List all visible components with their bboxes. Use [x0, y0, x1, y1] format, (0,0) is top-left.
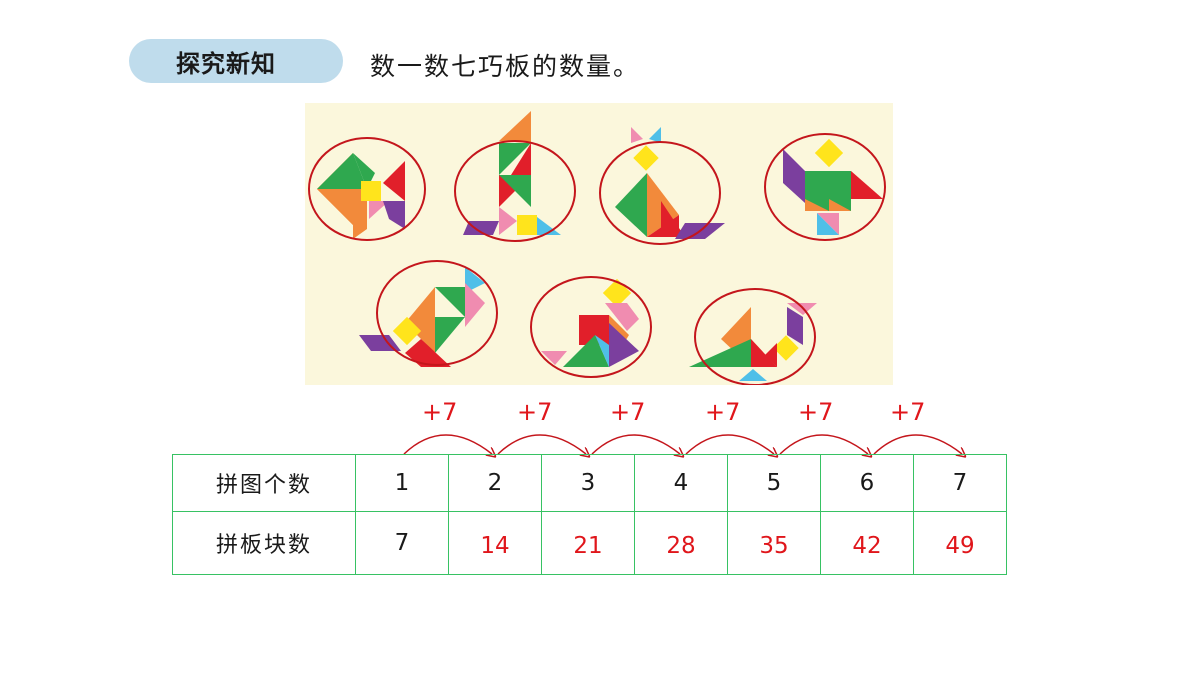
figure-count-cell: 5 — [727, 454, 821, 512]
increment-arrow — [685, 434, 774, 454]
tangram-sitting-figure — [530, 276, 652, 378]
increment-label: +7 — [610, 398, 646, 426]
piece-count-answer-cell: 14 — [448, 511, 542, 575]
increment-arrows — [403, 434, 980, 460]
figure-count-cell: 4 — [634, 454, 728, 512]
increment-label: +7 — [890, 398, 926, 426]
figure-count-cell: 2 — [448, 454, 542, 512]
increment-arrow — [591, 434, 680, 454]
increment-label: +7 — [422, 398, 458, 426]
increment-arrow — [779, 434, 868, 454]
piece-count-answer-cell: 21 — [541, 511, 635, 575]
increment-label: +7 — [798, 398, 834, 426]
increment-label: +7 — [517, 398, 553, 426]
increment-arrow — [497, 434, 586, 454]
piece-count-given-cell: 7 — [355, 511, 449, 575]
table-row: 拼板块数 7 14 21 28 35 42 49 — [172, 511, 1007, 575]
section-badge: 探究新知 — [129, 39, 343, 83]
figure-count-cell: 1 — [355, 454, 449, 512]
count-table: 拼图个数 1 2 3 4 5 6 7 拼板块数 7 14 21 28 35 42… — [172, 454, 1007, 575]
row-header-figures: 拼图个数 — [172, 454, 356, 512]
tangram-illustration — [308, 111, 886, 385]
section-badge-label: 探究新知 — [176, 49, 276, 78]
question-prompt: 数一数七巧板的数量。 — [370, 52, 641, 81]
tangram-person — [764, 133, 886, 241]
piece-count-answer-cell: 42 — [820, 511, 914, 575]
tangram-swan — [689, 288, 817, 385]
tangram-cat — [599, 127, 725, 245]
piece-count-answer-cell: 49 — [913, 511, 1007, 575]
increment-arrow — [873, 434, 962, 454]
figure-count-cell: 6 — [820, 454, 914, 512]
tangram-figures-image — [305, 103, 893, 385]
table-row: 拼图个数 1 2 3 4 5 6 7 — [172, 454, 1007, 512]
row-header-pieces: 拼板块数 — [172, 511, 356, 575]
figure-count-cell: 3 — [541, 454, 635, 512]
tangram-bird — [359, 260, 498, 367]
increment-arrow — [403, 434, 492, 454]
increment-label: +7 — [705, 398, 741, 426]
figure-count-cell: 7 — [913, 454, 1007, 512]
tangram-fish — [308, 137, 426, 241]
piece-count-answer-cell: 35 — [727, 511, 821, 575]
tangram-boat — [454, 111, 576, 242]
piece-count-answer-cell: 28 — [634, 511, 728, 575]
